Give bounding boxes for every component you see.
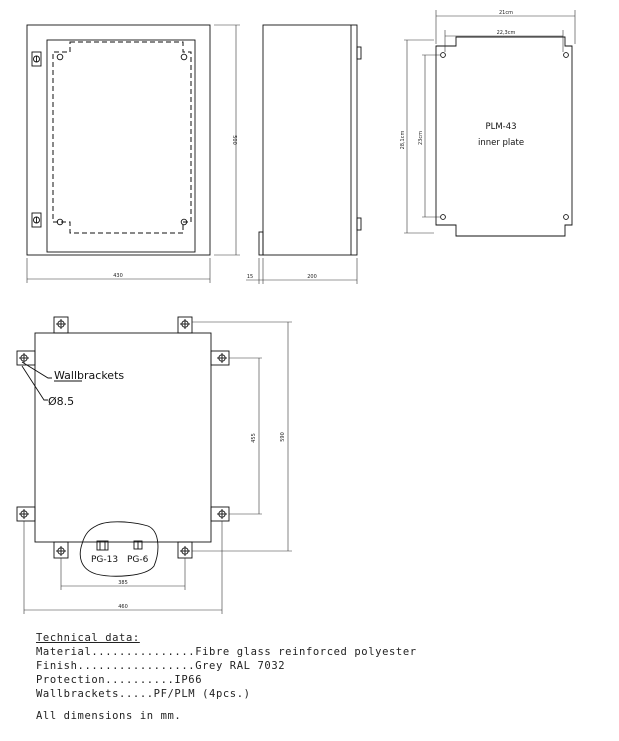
wallbracket-left-upper	[16, 350, 36, 366]
lock-top	[31, 51, 42, 67]
wallbracket-left-lower	[16, 506, 36, 522]
side-offset-dim: 15	[247, 274, 253, 280]
side-body	[262, 24, 358, 256]
plate-subtitle: inner plate	[478, 138, 524, 148]
total-height-dim: 590	[280, 432, 286, 442]
front-hole-top-right	[180, 53, 188, 61]
technical-data-wallbrackets: Wallbrackets.....PF/PLM (4pcs.)	[36, 688, 251, 700]
spacer	[36, 701, 456, 709]
bracket-hspacing-dim: 385	[118, 580, 128, 586]
gland-pg13-label: PG-13	[91, 555, 118, 565]
wallbracket-right-upper	[210, 350, 230, 366]
gland-highlight-ellipse	[79, 521, 159, 577]
front-hole-bottom-left	[56, 218, 64, 226]
side-hinge-top	[356, 46, 362, 60]
wallbracket-right-lower	[210, 506, 230, 522]
gland-pg6-label: PG-6	[127, 555, 149, 565]
hole-diameter-label: Ø8.5	[48, 395, 74, 408]
plate-outer-height-dim: 28,1cm	[400, 131, 406, 150]
rear-enclosure-body	[34, 332, 212, 543]
gland-pg13	[96, 540, 109, 551]
front-view: 430 500	[26, 24, 240, 283]
wallbracket-bottom-right	[177, 541, 193, 559]
front-door-frame	[46, 39, 196, 253]
side-view: 15 200	[246, 24, 362, 284]
bracket-vspacing-dim: 455	[251, 433, 257, 443]
side-depth-dim: 200	[307, 274, 317, 280]
plate-hole-br	[563, 214, 569, 220]
technical-data-material: Material...............Fibre glass reinf…	[36, 646, 417, 658]
plate-outer-width-dim: 21cm	[499, 10, 513, 16]
technical-data-note: All dimensions in mm.	[36, 710, 182, 722]
plate-hole-tr	[563, 52, 569, 58]
plate-hole-bl	[440, 214, 446, 220]
technical-data-heading: Technical data:	[36, 632, 140, 644]
plate-inner-height-dim: 23cm	[418, 131, 424, 145]
wallbracket-bottom-left	[53, 541, 69, 559]
plate-inner-width-dim: 22,3cm	[497, 30, 516, 36]
plate-hole-tl	[440, 52, 446, 58]
total-width-dim: 460	[118, 604, 128, 610]
front-width-dim: 430	[113, 273, 123, 279]
front-hole-top-left	[56, 53, 64, 61]
lock-bottom	[31, 212, 42, 228]
technical-data-finish: Finish.................Grey RAL 7032	[36, 660, 286, 672]
wallbrackets-label: Wallbrackets	[54, 369, 124, 382]
technical-data-block: Technical data: Material...............F…	[36, 631, 456, 723]
plate-title: PLM-43	[485, 122, 516, 132]
front-inner-plate-outline	[52, 41, 192, 234]
rear-view: Wallbrackets Ø8.5 PG-13 PG-6 455 590 385…	[16, 316, 292, 614]
side-hinge-bottom	[356, 217, 362, 231]
front-hole-bottom-right	[180, 218, 188, 226]
wallbracket-top-left	[53, 316, 69, 334]
inner-plate-view: PLM-43 inner plate 21cm 22,3cm 28,1cm 23…	[400, 10, 576, 237]
side-bracket	[258, 231, 264, 256]
technical-data-protection: Protection..........IP66	[36, 674, 203, 686]
wallbracket-top-right	[177, 316, 193, 334]
front-height-dim: 500	[231, 135, 237, 145]
front-outer-frame	[26, 24, 211, 256]
inner-plate-outline	[435, 36, 573, 237]
